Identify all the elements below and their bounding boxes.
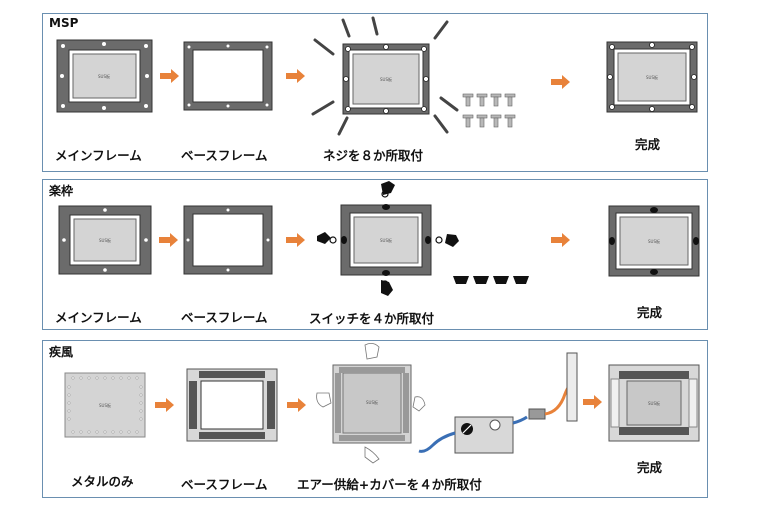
metal-plate-icon: SUS板 <box>64 372 146 438</box>
step-label: 完成 <box>637 460 663 475</box>
section-msp: MSP SUS板 SUS板 <box>42 13 708 172</box>
svg-text:SUS板: SUS板 <box>648 238 660 244</box>
switch-assembly-icon: SUS板 <box>317 181 459 296</box>
base-frame-icon <box>183 205 273 275</box>
arrow-icon <box>159 233 178 247</box>
svg-text:SUS板: SUS板 <box>99 237 111 243</box>
finished-frame-icon: SUS板 <box>606 41 698 113</box>
air-cover-assembly-icon: SUS板 <box>316 343 426 464</box>
svg-text:SUS板: SUS板 <box>646 74 658 80</box>
rakuwaku-illustration: SUS板 SUS板 <box>58 181 700 296</box>
finished-frame-icon: SUS板 <box>608 205 700 277</box>
main-frame-icon: SUS板 <box>56 39 153 113</box>
arrow-icon <box>551 233 570 247</box>
arrow-icon <box>287 398 306 412</box>
section-title: 疾風 <box>49 345 74 359</box>
screw-assembly-icon: SUS板 <box>311 16 459 136</box>
svg-text:SUS板: SUS板 <box>380 76 392 82</box>
svg-text:SUS板: SUS板 <box>99 402 111 408</box>
arrow-icon <box>286 69 305 83</box>
svg-text:SUS板: SUS板 <box>98 73 110 79</box>
step-label: 完成 <box>637 305 663 320</box>
step-label: メタルのみ <box>71 474 134 489</box>
step-label: スイッチを４か所取付 <box>309 311 435 326</box>
section-rakuwaku: 楽枠 SUS板 SUS板 <box>42 179 708 330</box>
hand-icon <box>317 181 459 296</box>
hayate-illustration: SUS板 SUS板 <box>64 343 700 464</box>
arrow-icon <box>155 398 174 412</box>
section-title: MSP <box>49 16 79 30</box>
arrow-icon <box>583 395 602 409</box>
arrow-icon <box>160 69 179 83</box>
svg-text:SUS板: SUS板 <box>366 399 378 405</box>
hand-icon <box>316 343 426 464</box>
base-frame-icon <box>183 41 273 111</box>
step-label: ベースフレーム <box>181 148 268 163</box>
arrow-icon <box>551 75 570 89</box>
arrow-icon <box>286 233 305 247</box>
step-label: ベースフレーム <box>181 477 268 492</box>
step-label: エアー供給+カバーを４か所取付 <box>297 477 482 492</box>
section-hayate: 疾風 SUS板 SUS板 <box>42 340 708 498</box>
step-label: メインフレーム <box>55 148 142 163</box>
msp-illustration: SUS板 SUS板 <box>56 16 698 136</box>
base-frame-icon <box>186 368 278 442</box>
main-frame-icon: SUS板 <box>58 205 152 275</box>
screws-icon <box>462 93 516 128</box>
step-label: ネジを８か所取付 <box>323 148 424 163</box>
step-label: 完成 <box>635 137 661 152</box>
air-supply-box-icon <box>418 415 528 454</box>
finished-frame-icon: SUS板 <box>608 364 700 442</box>
step-label: ベースフレーム <box>181 310 268 325</box>
svg-text:SUS板: SUS板 <box>648 400 660 406</box>
step-label: メインフレーム <box>55 310 142 325</box>
switches-icon <box>453 276 529 284</box>
section-title: 楽枠 <box>49 184 74 198</box>
svg-text:SUS板: SUS板 <box>380 237 392 243</box>
hose-connector-icon <box>528 352 578 422</box>
